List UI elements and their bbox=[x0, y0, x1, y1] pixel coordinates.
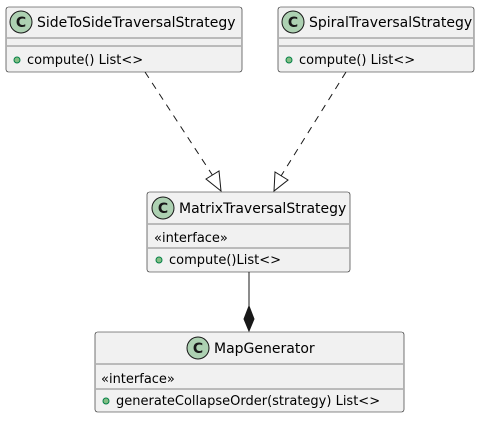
class-badge-icon bbox=[9, 10, 33, 34]
class-badge-icon bbox=[281, 10, 305, 34]
realization-arrowhead bbox=[273, 171, 289, 193]
class-side-to-side-traversal-strategy[interactable]: C SideToSideTraversalStrategy compute() … bbox=[5, 6, 243, 73]
class-method: generateCollapseOrder(strategy) List<> bbox=[116, 394, 380, 409]
relation-side-to-matrix bbox=[144, 71, 222, 193]
class-badge-letter: C bbox=[16, 15, 26, 31]
class-name: MapGenerator bbox=[214, 341, 315, 357]
realization-line bbox=[144, 71, 214, 177]
class-badge-letter: C bbox=[158, 201, 168, 217]
class-method: compute() List<> bbox=[299, 53, 415, 68]
class-badge-letter: C bbox=[288, 15, 298, 31]
class-badge-icon bbox=[151, 196, 175, 220]
class-name: SideToSideTraversalStrategy bbox=[37, 15, 236, 31]
class-map-generator[interactable]: C MapGenerator «interface» generateColla… bbox=[94, 331, 405, 413]
public-visibility-icon bbox=[155, 256, 163, 264]
class-method: compute() List<> bbox=[27, 53, 143, 68]
class-badge-letter: C bbox=[193, 341, 203, 357]
public-visibility-icon bbox=[13, 56, 21, 64]
class-box bbox=[277, 6, 475, 73]
public-visibility-icon bbox=[102, 397, 110, 405]
class-stereotype: «interface» bbox=[154, 231, 228, 246]
realization-arrowhead bbox=[205, 170, 222, 193]
class-spiral-traversal-strategy[interactable]: C SpiralTraversalStrategy compute() List… bbox=[277, 6, 475, 73]
class-box bbox=[5, 6, 243, 73]
class-matrix-traversal-strategy[interactable]: C MatrixTraversalStrategy «interface» co… bbox=[146, 191, 351, 273]
realization-line bbox=[280, 71, 347, 177]
class-method: compute()List<> bbox=[169, 253, 281, 268]
class-badge-icon bbox=[186, 336, 210, 360]
class-box bbox=[94, 331, 405, 413]
class-name: MatrixTraversalStrategy bbox=[179, 201, 346, 217]
class-stereotype: «interface» bbox=[101, 372, 175, 387]
composition-diamond bbox=[243, 304, 255, 333]
relation-spiral-to-matrix bbox=[273, 71, 347, 193]
relation-matrix-to-map bbox=[243, 272, 255, 333]
class-box bbox=[146, 191, 351, 273]
public-visibility-icon bbox=[285, 56, 293, 64]
class-name: SpiralTraversalStrategy bbox=[309, 15, 472, 31]
